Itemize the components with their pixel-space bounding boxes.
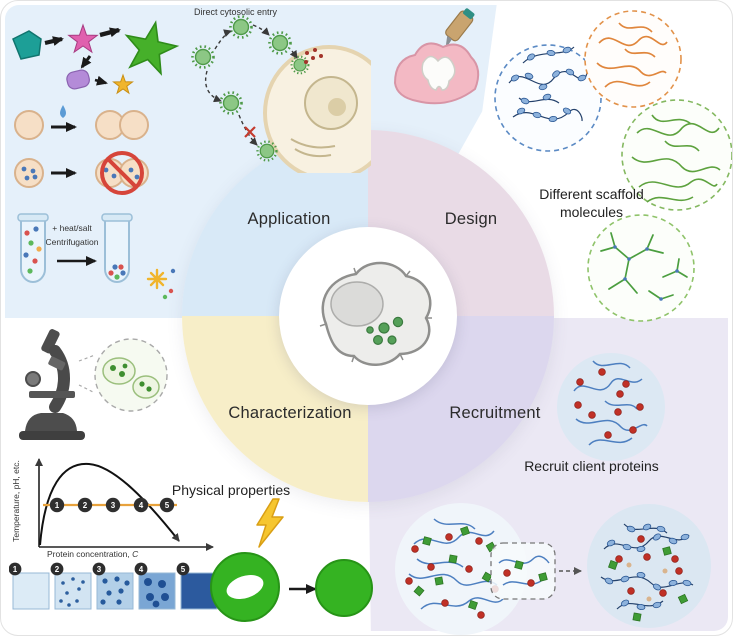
scaffold-branched-circle [587,214,695,322]
tooth-icon [421,55,456,91]
condensate-dots-icon [366,316,404,345]
cytosolic-entry-label: Direct cytosolic entry [194,7,278,17]
shape-transformation-illustration [12,7,182,102]
green-star-icon [120,17,180,75]
cytosolic-entry-illustration [191,15,371,173]
wheel-label-characterization: Characterization [228,404,352,422]
svg-text:4: 4 [139,501,144,510]
centrifugation-label: Centrifugation [45,237,99,247]
scaffold-green-circle [621,99,732,211]
phase-diagram: 1 2 3 4 5 [35,458,214,551]
concentration-squares: 1 2 3 4 5 [9,562,218,610]
solid-condensate-icon [315,559,373,617]
blocked-path-x-icon [244,126,256,138]
wheel-center [279,227,457,405]
prohibition-icon [100,151,144,195]
square-badges: 1 2 3 4 5 [9,562,190,576]
phase-boundary-curve [39,462,180,546]
microscope-icon [19,329,85,440]
svg-text:1: 1 [13,565,18,574]
svg-text:3: 3 [111,501,116,510]
yellow-star-icon [113,75,132,93]
svg-text:5: 5 [181,565,186,574]
svg-text:3: 3 [97,565,102,574]
scaffold-orange-circle [584,10,682,108]
tooth-delivery-illustration [393,8,480,105]
phase-diagram-xlabel: Protein concentration, C [47,549,139,559]
recruitment-illustration [395,353,711,635]
nucleus-icon [330,281,384,327]
droplet-icon [60,105,66,118]
condensate-transition-illustration [210,552,373,622]
physical-properties-label: Physical properties [171,482,291,498]
centrifugation-illustration [17,213,176,300]
cell-with-condensates-icon [319,261,432,366]
svg-text:1: 1 [55,501,60,510]
recruitment-caption: Recruit client proteins [524,458,659,474]
design-caption: Different scaffold molecules [539,186,644,220]
cargo-dots-icon [304,48,323,64]
svg-text:2: 2 [55,565,60,574]
lightning-icon [256,498,284,548]
scaffold-beads-circle [494,44,602,152]
aggregate-spark-icon [146,268,168,290]
teal-molecule-icon [12,30,42,60]
phase-diagram-ylabel: Temperature, pH, etc. [11,460,21,542]
wheel-label-design: Design [444,210,498,228]
applicator-icon [445,8,475,50]
svg-text:4: 4 [139,565,144,574]
client-protein-circle-right [587,504,711,628]
purple-protein-icon [66,69,90,90]
client-protein-circle-top [557,353,665,461]
wheel-label-application: Application [247,210,331,228]
svg-text:2: 2 [83,501,88,510]
pink-star-icon [69,25,98,52]
phase-points: 1 2 3 4 5 [49,497,175,513]
condensate-particle-icon [191,45,215,69]
scaffold-molecules-illustration [494,10,732,322]
client-protein-circle-left [395,503,582,635]
svg-text:5: 5 [165,501,170,510]
heat-salt-label: + heat/salt [52,223,92,233]
wheel-label-recruitment: Recruitment [449,404,541,422]
cell-fusion-illustration [14,105,149,195]
section-wheel [182,130,554,502]
zoom-box [490,542,556,600]
microscope-illustration [19,329,168,440]
